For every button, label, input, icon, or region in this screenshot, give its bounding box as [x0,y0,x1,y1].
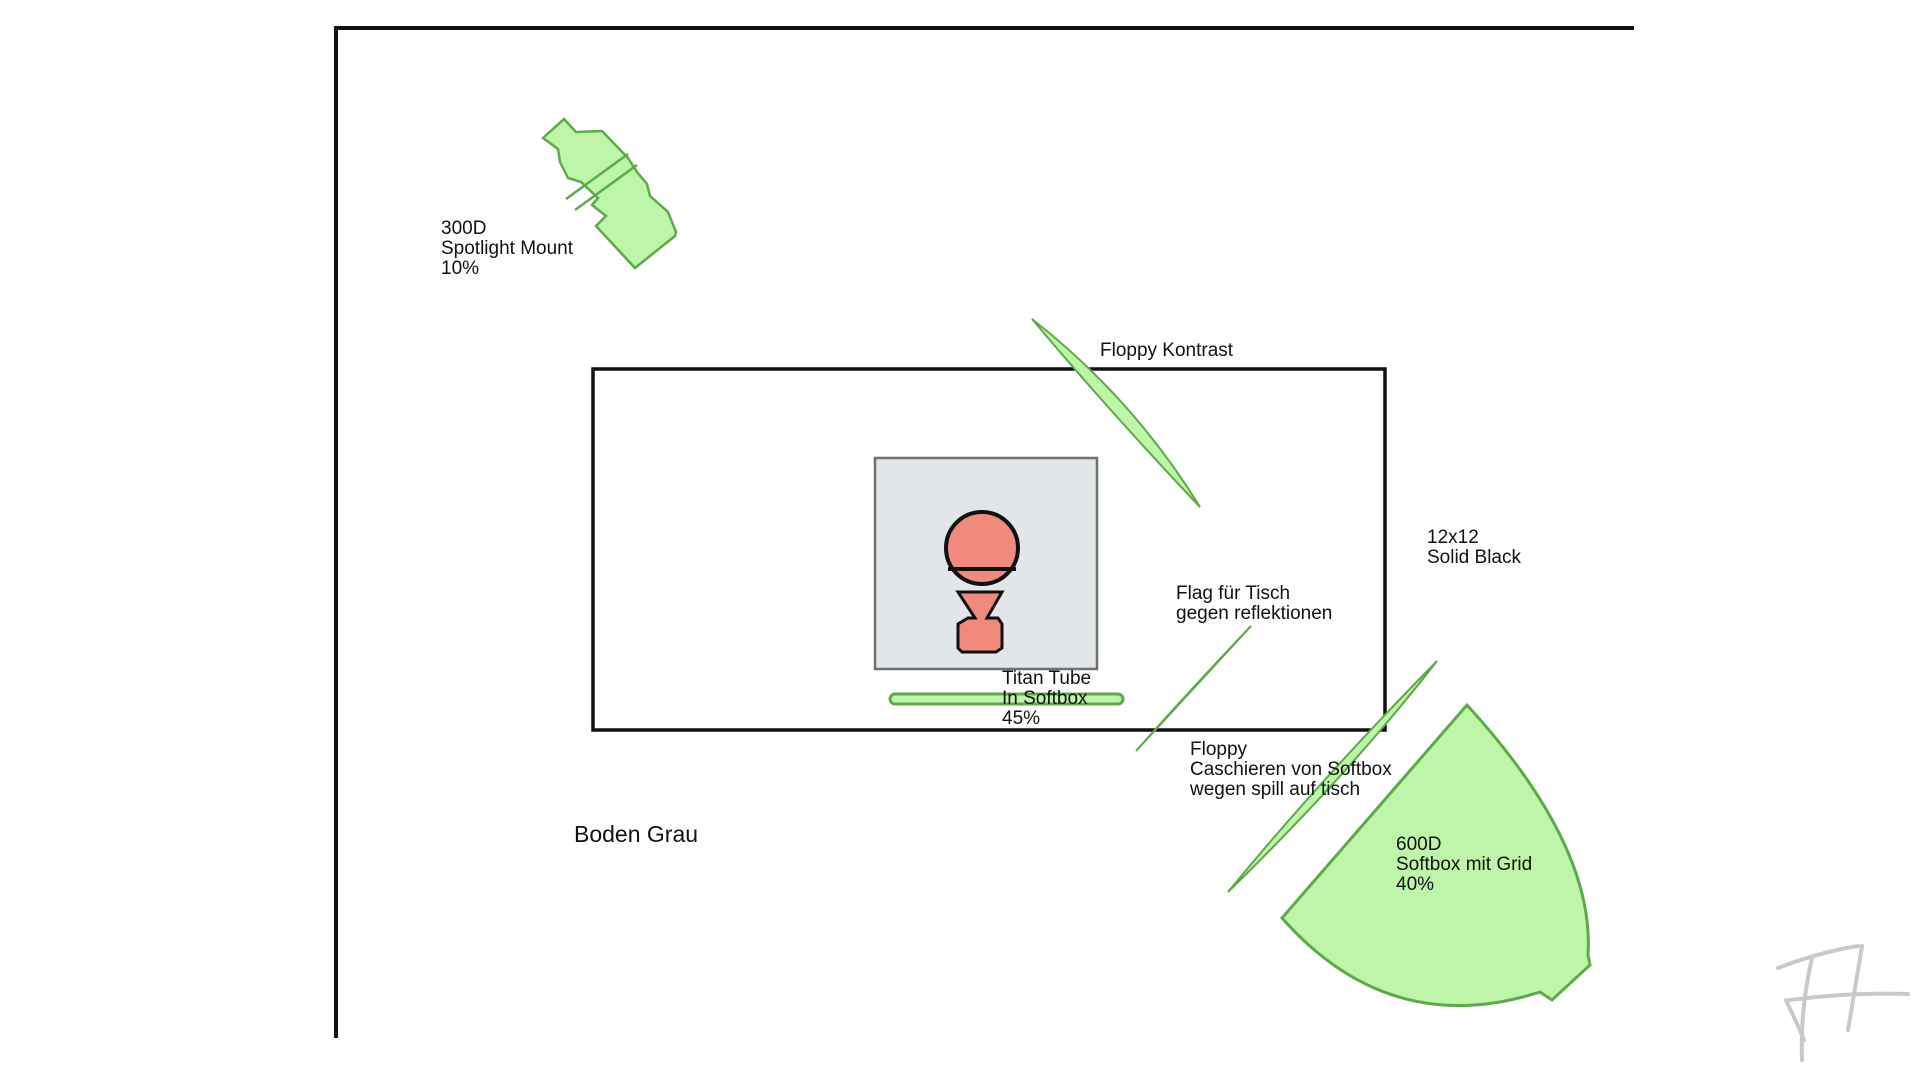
set-frame [591,367,1387,732]
spotlight-icon [541,117,678,270]
label-line: gegen reflektionen [1176,603,1332,624]
label-line: Titan Tube [1002,668,1091,689]
label-line: 300D [441,218,486,239]
label-line: Floppy [1190,739,1248,760]
label-line: Solid Black [1427,547,1521,568]
spotlight-mount-line [565,152,629,201]
label-line: Floppy Kontrast [1100,340,1234,361]
signature-logo [1776,944,1910,1062]
label-line: Softbox mit Grid [1396,854,1532,875]
label-line: 40% [1396,874,1434,895]
label-line: In Softbox [1002,688,1088,709]
floppy-kontrast-flag [1031,318,1201,508]
label-line: 12x12 [1427,527,1479,548]
label-line: 45% [1002,708,1040,729]
flag-tisch [1135,625,1252,752]
tube-light-icon [888,692,1125,706]
spotlight-mount-line-2 [574,163,638,212]
floppy-caschieren-flag [1227,660,1438,893]
label-line: Spotlight Mount [441,238,574,259]
label-boden: Boden Grau [574,821,698,847]
label-line: wegen spill auf tisch [1189,779,1360,800]
label-floppy-kontrast: Floppy Kontrast [1100,340,1234,361]
room-wall [334,26,1634,1038]
spotlight-housing [541,117,678,270]
softbox-icon [1280,702,1592,1008]
label-line: Caschieren von Softbox [1190,759,1392,780]
person-head [944,510,1020,586]
label-line: Boden Grau [574,821,698,847]
label-line: Flag für Tisch [1176,583,1290,604]
label-line: 600D [1396,834,1441,855]
person-body [955,590,1005,654]
label-line: 10% [441,258,479,279]
person-icon [944,510,1020,654]
